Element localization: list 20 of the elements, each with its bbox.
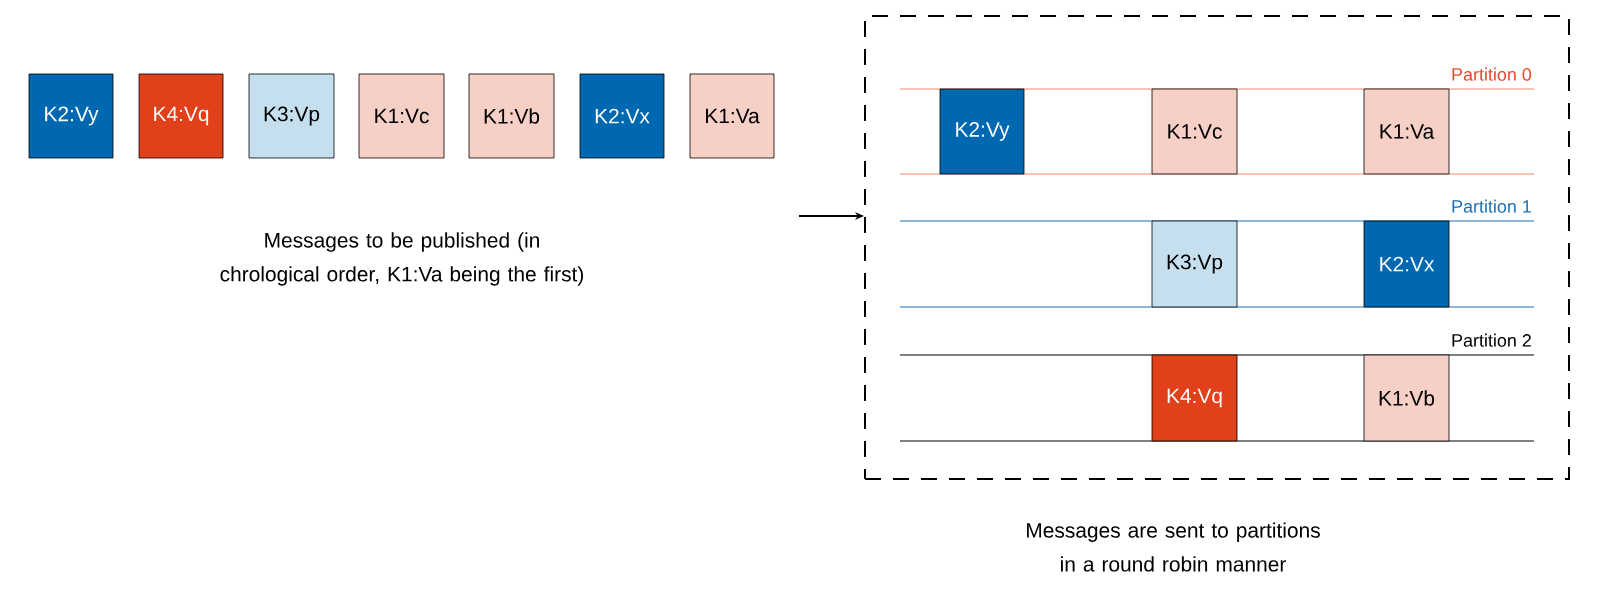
message-box: K4:Vq [1151,354,1238,442]
message-box: K3:Vp [1151,220,1238,308]
partition-label: Partition 0 [1452,67,1532,81]
message-box: K4:Vq [138,73,224,159]
caption: Messages to be published (in chrological order, K1:Va being the first) [220,232,584,286]
dashed-frame [864,15,1570,480]
caption: Messages are sent to partitions in a round robin manner [1027,522,1320,572]
partition-label: Partition 2 [1452,333,1531,347]
partition-label: Partition 1 [1452,199,1531,213]
message-box: K1:Vc [1151,88,1238,175]
message-box: K2:Vy [939,88,1025,175]
message-box: K2:Vx [579,73,665,159]
message-box: K2:Vx [1363,220,1450,308]
message-box: K1:Vb [468,73,555,159]
message-box: K1:Vc [358,73,445,159]
message-box: K2:Vy [28,73,114,159]
message-box: K1:Vb [1363,354,1450,442]
message-box: K1:Va [689,73,775,159]
message-box: K1:Va [1363,88,1450,175]
message-box: K3:Vp [248,73,335,159]
